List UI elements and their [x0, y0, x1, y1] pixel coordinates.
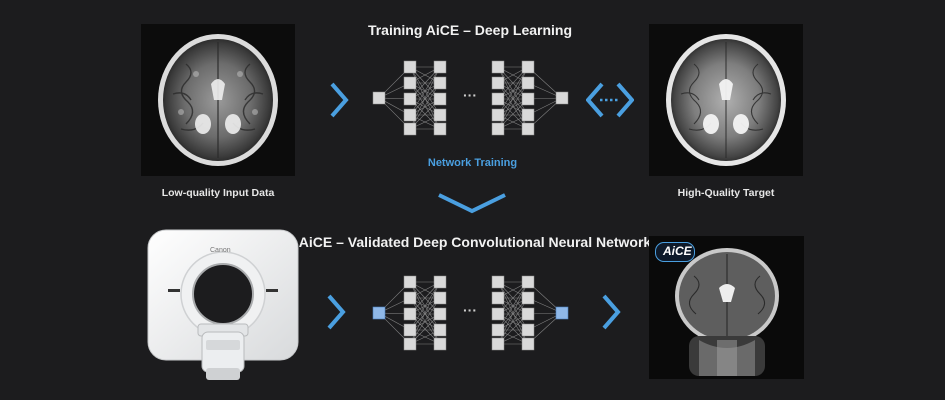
validated-network-title: AiCE – Validated Deep Convolutional Neur…	[298, 234, 652, 250]
target-brain-image	[649, 24, 803, 176]
aice-output-image: AiCE	[649, 236, 804, 379]
chevron-down-icon	[438, 193, 506, 214]
network-ellipsis: ···	[463, 87, 477, 103]
target-caption: High-Quality Target	[677, 187, 775, 199]
aice-badge-text: AiCE	[663, 244, 692, 258]
training-title: Training AiCE – Deep Learning	[367, 22, 573, 38]
validated-network-diagram	[372, 275, 569, 351]
chevron-right-icon	[327, 294, 346, 330]
input-caption: Low-quality Input Data	[161, 187, 275, 199]
chevron-right-icon	[330, 82, 349, 118]
network-training-label: Network Training	[427, 157, 518, 169]
mri-scanner-image: Canon	[146, 228, 304, 384]
double-arrow-icon	[586, 82, 634, 118]
chevron-right-icon	[602, 294, 621, 330]
aice-badge: AiCE	[655, 242, 695, 262]
training-network-diagram	[372, 60, 569, 136]
scanner-brand: Canon	[210, 247, 231, 254]
network-ellipsis: ···	[463, 302, 477, 318]
input-brain-image	[141, 24, 295, 176]
